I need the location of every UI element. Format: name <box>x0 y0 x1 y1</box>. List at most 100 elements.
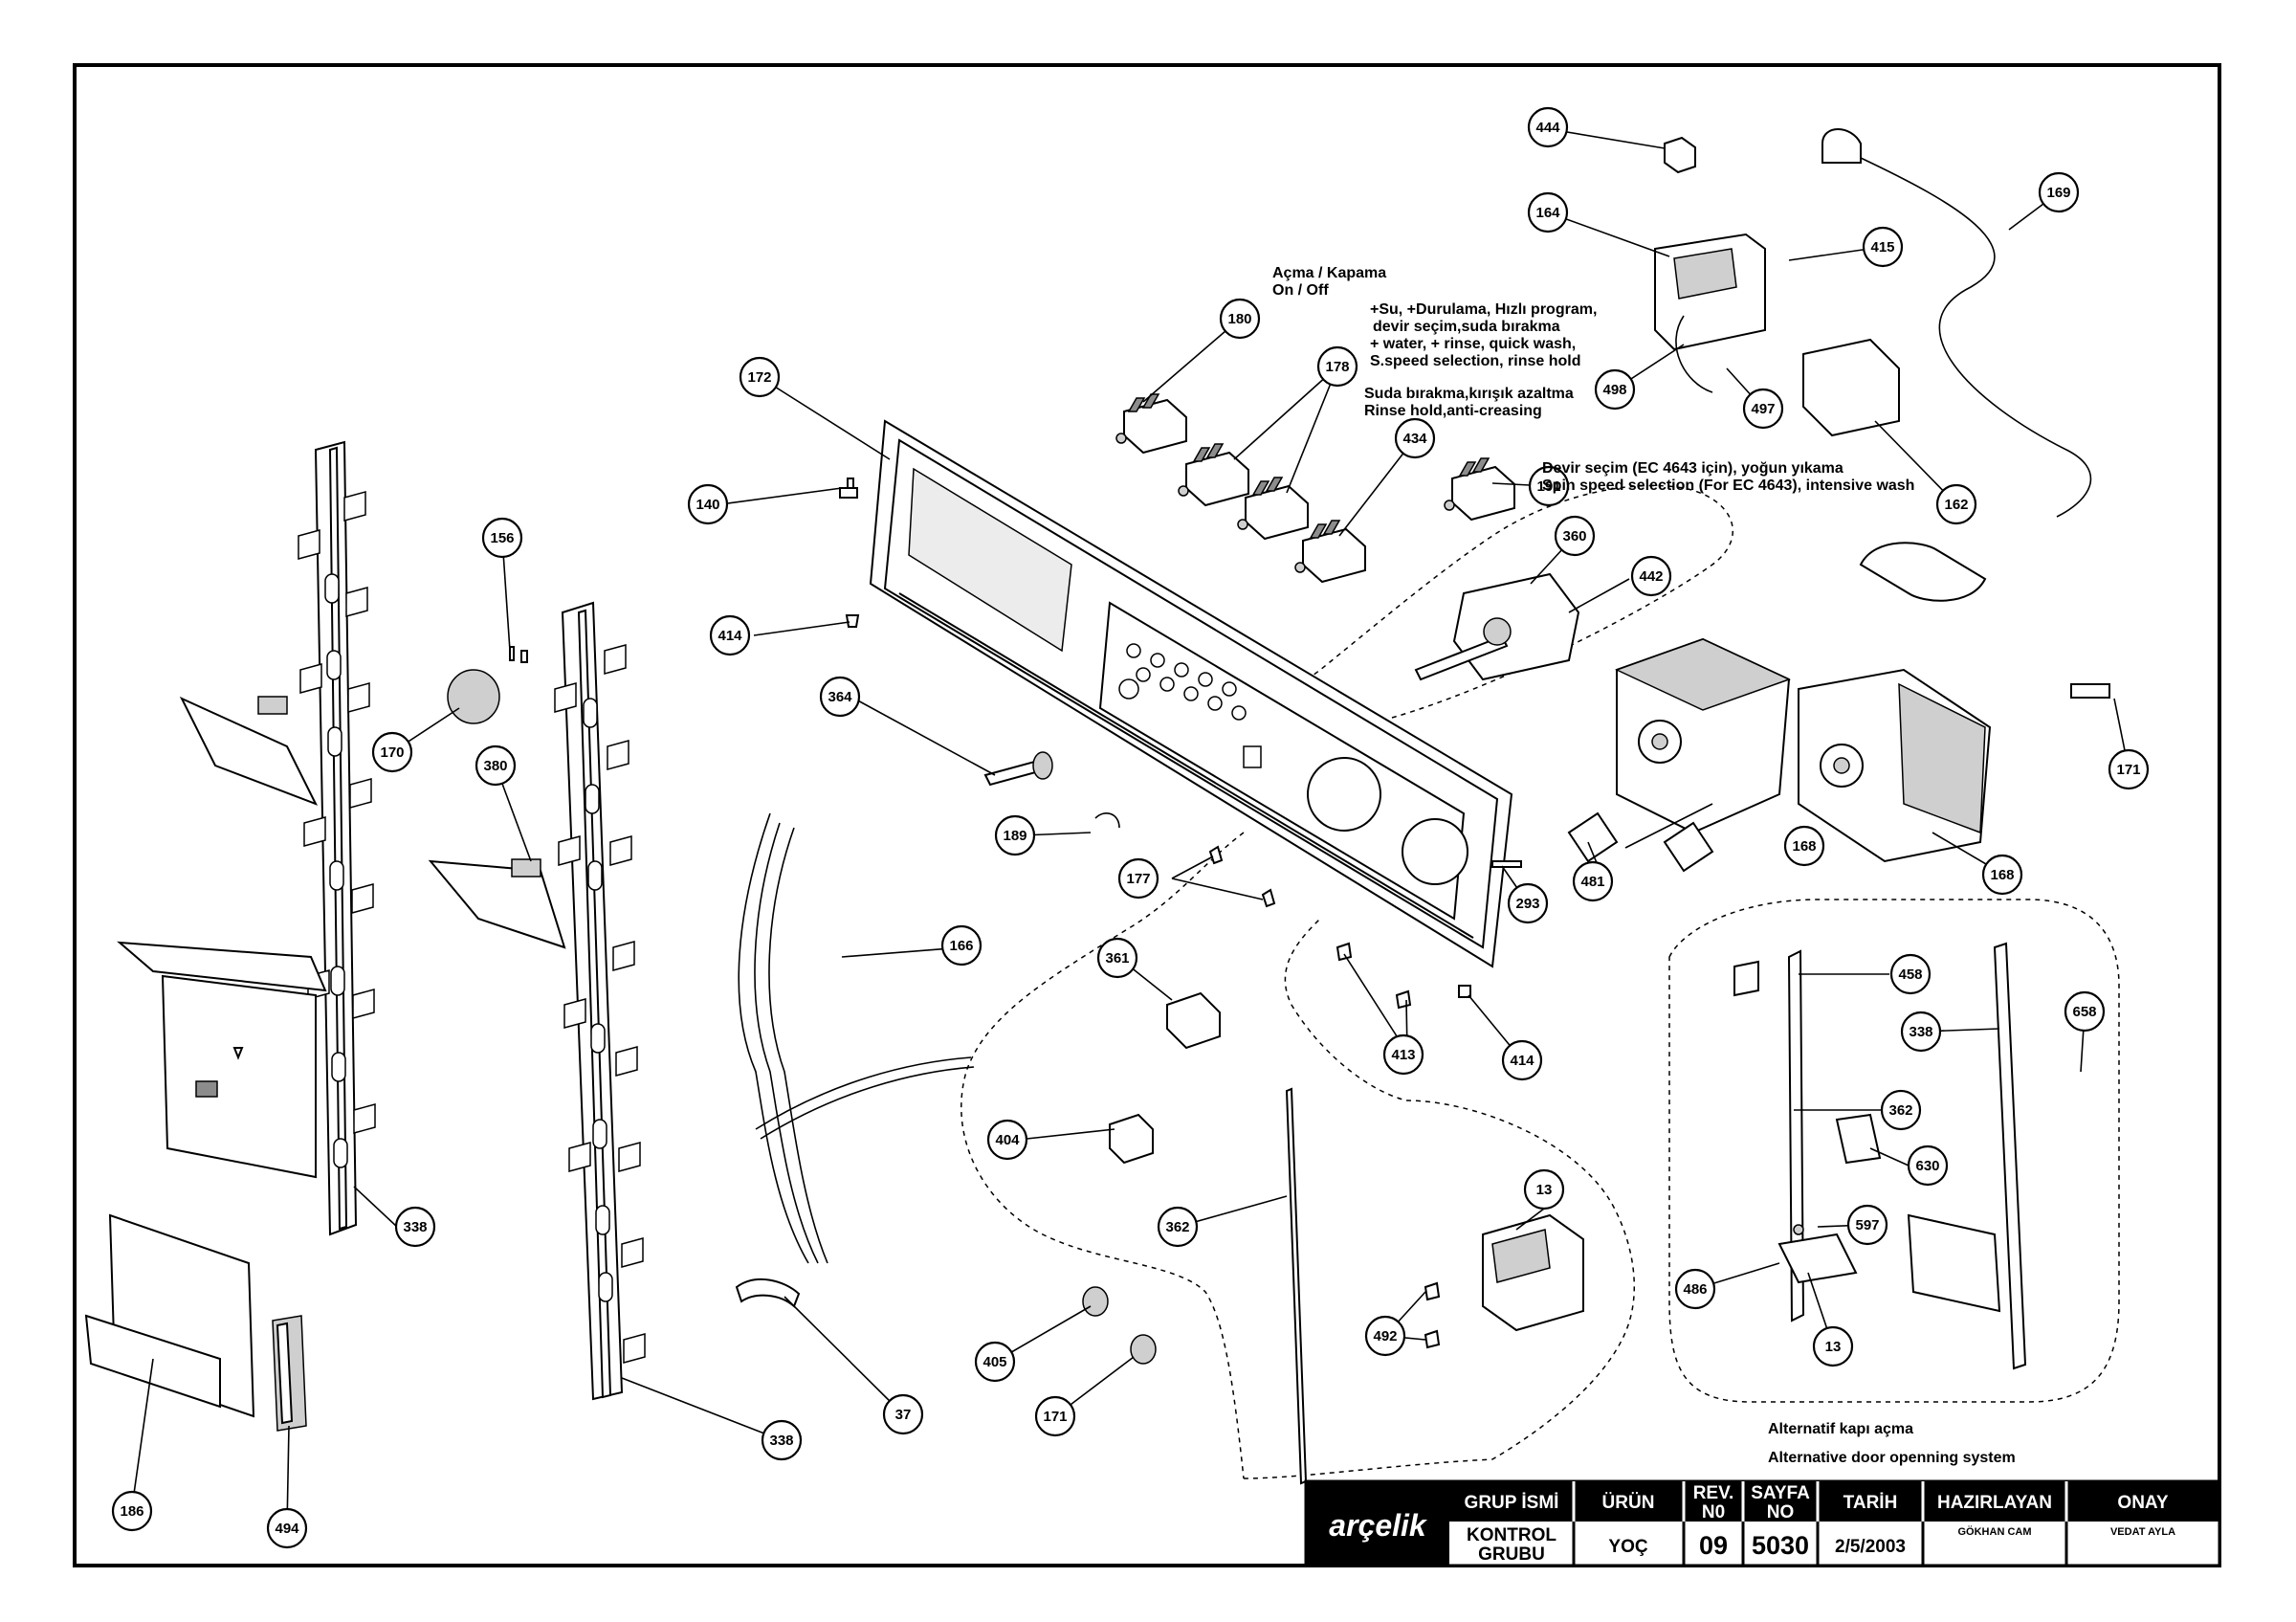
svg-text:364: 364 <box>828 689 852 705</box>
callout-177: 177 <box>1117 857 1159 900</box>
arcelik-logo: arçelik <box>1329 1508 1428 1543</box>
svg-text:338: 338 <box>1909 1024 1932 1040</box>
callout-bubbles: 444 164 415 169 498 497 162 180 178 434 … <box>111 106 2150 1549</box>
note-rinse-en: Rinse hold,anti-creasing <box>1364 403 1542 419</box>
note-on-off-en: On / Off <box>1272 282 1329 299</box>
svg-text:191: 191 <box>1536 478 1560 495</box>
svg-text:481: 481 <box>1580 874 1604 890</box>
svg-text:415: 415 <box>1870 239 1894 256</box>
value-rev: 09 <box>1699 1531 1728 1560</box>
door-lock-parts <box>1082 991 1584 1485</box>
svg-text:166: 166 <box>949 938 973 954</box>
note-multi-4: S.speed selection, rinse hold <box>1370 353 1581 369</box>
callout-442: 442 <box>1630 555 1672 597</box>
header-rev-1: REV. <box>1693 1483 1734 1503</box>
svg-text:189: 189 <box>1003 828 1027 844</box>
svg-text:164: 164 <box>1535 205 1560 221</box>
svg-text:168: 168 <box>1990 867 2014 883</box>
alt-door-system-parts <box>1733 942 2027 1370</box>
callout-497: 497 <box>1742 388 1784 430</box>
left-side-frame-338 <box>117 440 376 1236</box>
svg-text:497: 497 <box>1751 401 1775 417</box>
callout-37: 37 <box>882 1393 924 1435</box>
value-group-1: KONTROL <box>1467 1525 1556 1545</box>
svg-text:444: 444 <box>1535 120 1560 136</box>
svg-text:413: 413 <box>1391 1047 1415 1063</box>
callout-364: 364 <box>819 676 861 718</box>
leader-lines <box>131 128 2130 1529</box>
callout-415: 415 <box>1862 226 1904 268</box>
callout-380: 380 <box>475 744 517 787</box>
svg-text:172: 172 <box>747 369 771 386</box>
callout-338c: 338 <box>1900 1011 1942 1053</box>
svg-text:362: 362 <box>1165 1219 1189 1235</box>
program-switches <box>1115 393 1515 584</box>
svg-text:13: 13 <box>1825 1339 1842 1355</box>
svg-text:492: 492 <box>1373 1328 1397 1344</box>
callout-481: 481 <box>1572 860 1614 902</box>
svg-text:338: 338 <box>403 1219 427 1235</box>
program-timers-168 <box>1615 637 1992 863</box>
svg-text:170: 170 <box>380 744 404 761</box>
svg-text:177: 177 <box>1126 871 1150 887</box>
svg-text:180: 180 <box>1227 311 1251 327</box>
note-multi-2: devir seçim,suda bırakma <box>1373 319 1560 335</box>
callout-414b: 414 <box>1501 1039 1543 1081</box>
callout-13b: 13 <box>1812 1325 1854 1367</box>
callout-414: 414 <box>709 614 751 656</box>
header-rev-2: N0 <box>1702 1502 1725 1522</box>
callout-169: 169 <box>2038 171 2080 213</box>
svg-text:630: 630 <box>1915 1158 1939 1174</box>
svg-text:162: 162 <box>1944 497 1968 513</box>
header-approval: ONAY <box>2117 1493 2168 1513</box>
callout-338b: 338 <box>761 1419 803 1461</box>
callout-13a: 13 <box>1523 1168 1565 1211</box>
callout-404: 404 <box>986 1119 1028 1161</box>
note-on-off-tr: Açma / Kapama <box>1272 265 1386 281</box>
svg-text:171: 171 <box>1043 1409 1067 1425</box>
header-page-1: SAYFA <box>1751 1483 1810 1503</box>
callout-658: 658 <box>2064 990 2106 1033</box>
callout-171b: 171 <box>1034 1395 1076 1437</box>
callout-498: 498 <box>1594 368 1636 411</box>
svg-text:169: 169 <box>2046 185 2070 201</box>
header-product: ÜRÜN <box>1602 1493 1655 1513</box>
dashed-group-outlines <box>960 484 2120 1479</box>
svg-text:658: 658 <box>2072 1004 2096 1020</box>
svg-text:186: 186 <box>120 1503 144 1520</box>
svg-text:293: 293 <box>1515 896 1539 912</box>
note-spin-tr: Devir seçim (EC 4643 için), yoğun yıkama <box>1542 460 1843 477</box>
svg-text:404: 404 <box>995 1132 1020 1148</box>
svg-text:498: 498 <box>1602 382 1626 398</box>
callout-171a: 171 <box>2108 748 2150 790</box>
svg-text:338: 338 <box>769 1433 793 1449</box>
value-product: YOÇ <box>1608 1537 1647 1557</box>
note-multi-3: + water, + rinse, quick wash, <box>1370 336 1576 352</box>
control-panel-frame-172 <box>869 419 1513 968</box>
svg-text:362: 362 <box>1888 1102 1912 1119</box>
note-alt-tr: Alternatif kapı açma <box>1768 1421 1913 1437</box>
callout-597: 597 <box>1846 1204 1888 1246</box>
callout-492: 492 <box>1364 1315 1406 1357</box>
callout-405: 405 <box>974 1341 1016 1383</box>
callout-434: 434 <box>1394 417 1436 459</box>
svg-text:434: 434 <box>1402 431 1427 447</box>
callout-494: 494 <box>266 1507 308 1549</box>
callout-444: 444 <box>1527 106 1569 148</box>
logo-panel <box>1306 1481 1449 1566</box>
svg-text:168: 168 <box>1792 838 1816 855</box>
wire-harness-166 <box>735 812 975 1308</box>
svg-text:361: 361 <box>1105 950 1129 967</box>
callout-168a: 168 <box>1783 825 1825 867</box>
callout-630: 630 <box>1907 1144 1949 1187</box>
callout-170: 170 <box>371 731 413 773</box>
callout-293: 293 <box>1507 882 1549 924</box>
callout-172: 172 <box>739 356 781 398</box>
callout-486: 486 <box>1674 1268 1716 1310</box>
svg-text:414: 414 <box>1510 1053 1534 1069</box>
note-alt-en: Alternative door openning system <box>1768 1450 2016 1466</box>
callout-186: 186 <box>111 1490 153 1532</box>
header-group: GRUP İSMİ <box>1465 1493 1559 1513</box>
svg-text:380: 380 <box>483 758 507 774</box>
value-approval: VEDAT AYLA <box>2110 1526 2175 1538</box>
